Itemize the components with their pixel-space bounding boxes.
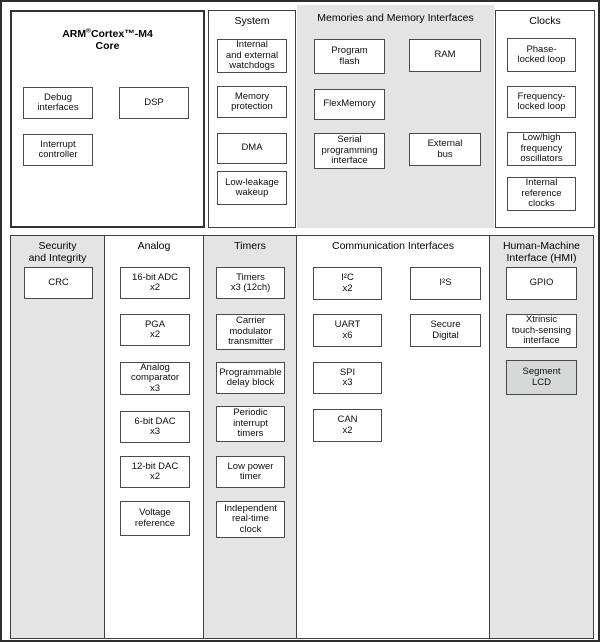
block-phase-locked-loop: Phase- locked loop (507, 38, 576, 72)
block-16bit-adc: 16-bit ADC x2 (120, 267, 190, 299)
block-carrier-modulator-transmitter: Carrier modulator transmitter (216, 314, 285, 350)
block-can: CAN x2 (313, 409, 382, 442)
block-6bit-dac: 6-bit DAC x3 (120, 411, 190, 443)
panel-title-analog: Analog (137, 240, 171, 252)
block-watchdogs: Internal and external watchdogs (217, 39, 287, 73)
panel-title-timers: Timers (234, 240, 266, 252)
block-pga: PGA x2 (120, 314, 190, 346)
panel-title-clocks: Clocks (529, 15, 561, 27)
block-analog-comparator: Analog comparator x3 (120, 362, 190, 395)
block-xtrinsic-touch-sensing: Xtrinsic touch-sensing interface (506, 314, 577, 348)
block-voltage-reference: Voltage reference (120, 501, 190, 536)
panel-timers: Timers Timers x3 (12ch) Carrier modulato… (203, 235, 297, 639)
block-crc: CRC (24, 267, 93, 299)
panel-clocks: Clocks Phase- locked loop Frequency- loc… (495, 10, 595, 228)
panel-security-integrity: Security and Integrity CRC (10, 235, 105, 639)
block-gpio: GPIO (506, 267, 577, 300)
block-timers: Timers x3 (12ch) (216, 267, 285, 299)
panel-memories: Memories and Memory Interfaces Program f… (297, 5, 494, 228)
block-i2s: I²S (410, 267, 481, 300)
block-frequency-locked-loop: Frequency- locked loop (507, 86, 576, 118)
panel-analog: Analog 16-bit ADC x2 PGA x2 Analog compa… (104, 235, 204, 639)
panel-system: System Internal and external watchdogs M… (208, 10, 296, 228)
block-dsp: DSP (119, 87, 189, 119)
panel-title-memories: Memories and Memory Interfaces (317, 12, 474, 24)
block-internal-reference-clocks: Internal reference clocks (507, 177, 576, 211)
panel-title-communication-interfaces: Communication Interfaces (332, 240, 454, 252)
registered-mark: ® (86, 27, 91, 35)
block-serial-programming-interface: Serial programming interface (314, 133, 385, 169)
block-program-flash: Program flash (314, 39, 385, 74)
block-independent-rtc: Independent real-time clock (216, 501, 285, 538)
block-spi: SPI x3 (313, 362, 382, 394)
block-debug-interfaces: Debug interfaces (23, 87, 93, 119)
panel-title-security-integrity: Security and Integrity (28, 240, 87, 264)
block-flexmemory: FlexMemory (314, 89, 385, 120)
block-secure-digital: Secure Digital (410, 314, 481, 347)
panel-title-system: System (234, 15, 270, 27)
block-external-bus: External bus (409, 133, 481, 166)
cortex-title-text: Cortex™-M4 (90, 28, 153, 40)
block-programmable-delay-block: Programmable delay block (216, 362, 285, 394)
block-low-power-timer: Low power timer (216, 456, 285, 488)
block-i2c: I²C x2 (313, 267, 382, 300)
block-ram: RAM (409, 39, 481, 72)
block-segment-lcd: Segment LCD (506, 360, 577, 395)
panel-hmi: Human-Machine Interface (HMI) GPIO Xtrin… (489, 235, 594, 639)
arm-title-text: ARM (62, 28, 87, 40)
panel-title-hmi: Human-Machine Interface (HMI) (502, 240, 581, 264)
panel-title-arm-cortex-m4-core: ARM®Cortex™-M4 Core (12, 16, 203, 64)
block-periodic-interrupt-timers: Periodic interrupt timers (216, 406, 285, 442)
block-12bit-dac: 12-bit DAC x2 (120, 456, 190, 488)
block-interrupt-controller: Interrupt controller (23, 134, 93, 166)
panel-arm-cortex-m4-core: ARM®Cortex™-M4 Core Debug interfaces DSP… (10, 10, 205, 228)
block-memory-protection: Memory protection (217, 86, 287, 118)
block-dma: DMA (217, 133, 287, 164)
panel-communication-interfaces: Communication Interfaces I²C x2 UART x6 … (296, 235, 490, 639)
block-oscillators: Low/high frequency oscillators (507, 132, 576, 166)
block-low-leakage-wakeup: Low-leakage wakeup (217, 171, 287, 205)
block-uart: UART x6 (313, 314, 382, 347)
arm-title-line2: Core (95, 40, 120, 52)
